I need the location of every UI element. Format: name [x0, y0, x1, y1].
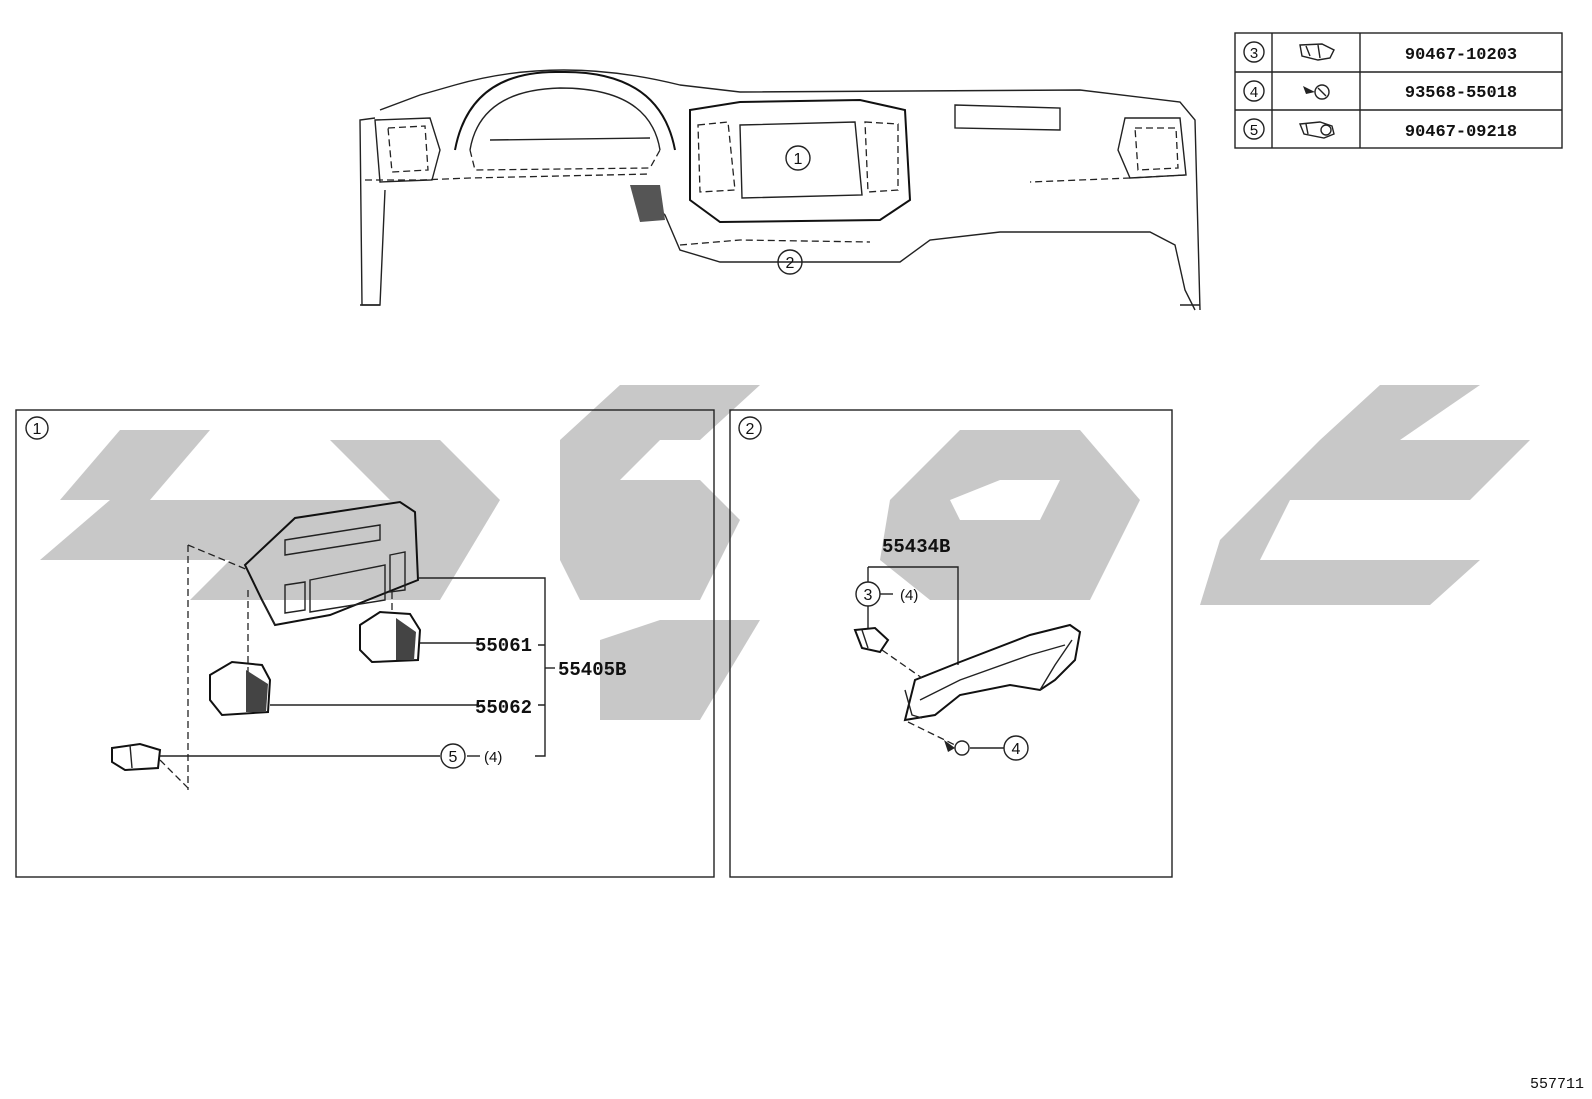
- table-row: 4 93568-55018: [1243, 80, 1517, 103]
- overview-callout-2: 2: [786, 255, 795, 272]
- clip-icon: [1299, 43, 1335, 61]
- part-label-55061: 55061: [475, 635, 532, 657]
- callout-circle: [777, 249, 803, 275]
- screw-ref-4: 4: [1012, 741, 1021, 758]
- detail-panel-2: 2 55434B 3 (4) 4: [729, 409, 1173, 878]
- watermark-logo: [40, 385, 1530, 720]
- center-bezel: [243, 500, 420, 627]
- clip-qty: (4): [900, 587, 918, 604]
- lower-trim-panel: [903, 623, 1082, 722]
- vent-55061: [359, 610, 422, 664]
- detail-panel-1: 1: [15, 409, 715, 878]
- panel-tag-circle: [738, 416, 762, 440]
- fastener-table: 3 90467-10203 4 93568-55018 5: [1234, 32, 1563, 149]
- table-row: 5 90467-09218: [1243, 118, 1517, 142]
- ref-number: 4: [1249, 85, 1258, 102]
- clip-fastener: [853, 626, 890, 654]
- screw-fastener: [944, 740, 970, 756]
- ref-circle: [1003, 735, 1029, 761]
- ref-circle: [1243, 118, 1265, 140]
- ref-circle: [1243, 80, 1265, 102]
- clip-fastener: [111, 742, 162, 772]
- panel-tag-circle: [25, 416, 49, 440]
- fastener-qty: (4): [484, 749, 502, 766]
- callout-circle: [785, 145, 811, 171]
- panel-2-tag: 2: [746, 421, 755, 438]
- ref-circle: [1243, 41, 1265, 63]
- dashboard-overview: 1 2: [359, 69, 1201, 311]
- overview-callout-1: 1: [794, 151, 803, 168]
- vent-55062: [209, 660, 272, 717]
- part-label-55062: 55062: [475, 697, 532, 719]
- ref-circle: [440, 743, 466, 769]
- panel-1-tag: 1: [33, 421, 42, 438]
- part-number: 93568-55018: [1405, 84, 1517, 103]
- table-row: 3 90467-10203: [1243, 41, 1517, 65]
- diagram-id: 557711: [1530, 1076, 1584, 1093]
- part-label-55434b: 55434B: [882, 536, 950, 558]
- screw-icon: [1303, 84, 1330, 100]
- part-number: 90467-10203: [1405, 46, 1517, 65]
- ref-number: 3: [1249, 46, 1258, 63]
- fastener-ref-5: 5: [449, 749, 458, 766]
- part-number: 90467-09218: [1405, 123, 1517, 142]
- part-label-55405b: 55405B: [558, 659, 626, 681]
- clip-icon: [1299, 121, 1335, 139]
- clip-ref-3: 3: [864, 587, 873, 604]
- ref-number: 5: [1249, 123, 1258, 140]
